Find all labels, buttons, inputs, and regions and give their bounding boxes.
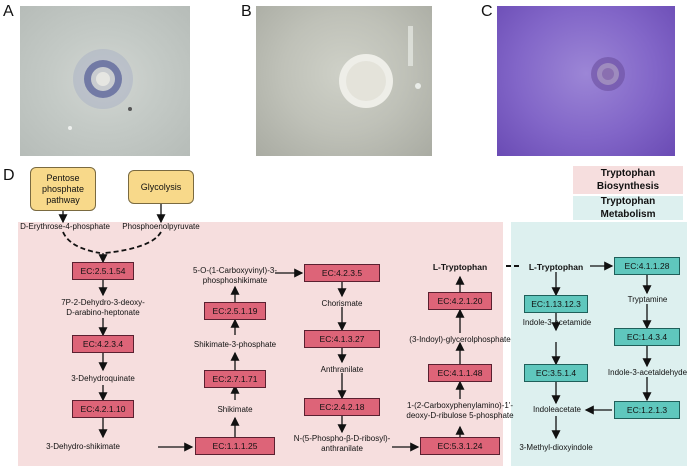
compound-3-dehydroquinate: 3-Dehydroquinate	[71, 374, 135, 383]
glycolysis-node: Glycolysis	[128, 170, 194, 204]
compound-tryptamine: Tryptamine	[627, 295, 668, 304]
legend-biosynthesis: Tryptophan Biosynthesis	[573, 166, 683, 194]
enzyme-ec-4-1-3-27: EC:4.1.3.27	[304, 330, 380, 348]
enzyme-ec-4-2-1-20: EC:4.2.1.20	[428, 292, 492, 310]
compound-prant-line1: N-(5-Phospho-β-D-ribosyl)-	[293, 434, 391, 443]
compound-3-dehydro-shikimate: 3-Dehydro-shikimate	[46, 442, 120, 451]
enzyme-ec-4-2-3-5: EC:4.2.3.5	[304, 264, 380, 282]
enzyme-ec-4-1-1-28: EC:4.1.1.28	[614, 257, 680, 275]
panel-label-d: D	[3, 167, 15, 184]
compound-l-tryptophan-biosynthesis: L-Tryptophan	[432, 262, 488, 272]
enzyme-ec-2-5-1-19: EC:2.5.1.19	[204, 302, 266, 320]
compound-chorismate: Chorismate	[321, 299, 363, 308]
colony-b	[339, 26, 421, 108]
enzyme-ec-2-4-2-18: EC:2.4.2.18	[304, 398, 380, 416]
enzyme-ec-5-3-1-24: EC:5.3.1.24	[420, 437, 500, 455]
plate-photo-c	[497, 6, 675, 156]
compound-l-tryptophan-metabolism: L-Tryptophan	[528, 262, 584, 272]
colony-halo-a	[68, 49, 133, 130]
enzyme-ec-1-13-12-3: EC:1.13.12.3	[524, 295, 588, 313]
compound-erythrose-4-phosphate: D-Erythrose-4-phosphate	[20, 222, 110, 231]
compound-dahp-line2: D-arabino-heptonate	[66, 308, 140, 317]
panel-label-a: A	[3, 3, 14, 20]
compound-anthranilate: Anthranilate	[320, 365, 364, 374]
plate-photo-b	[256, 6, 432, 156]
compound-cdrp-line1: 1-(2-Carboxyphenylamino)-1'-	[406, 401, 513, 410]
enzyme-ec-2-7-1-71: EC:2.7.1.71	[204, 370, 266, 388]
compound-phosphoenolpyruvate: Phosphoenolpyruvate	[122, 222, 200, 231]
pentose-phosphate-node: Pentose phosphate pathway	[30, 167, 96, 211]
compound-prant-line2: anthranilate	[321, 444, 363, 453]
compound-3-methyl-dioxyindole: 3-Methyl-dioxyindole	[519, 443, 593, 452]
colony-c	[591, 57, 625, 91]
enzyme-ec-1-1-1-25: EC:1.1.1.25	[195, 437, 275, 455]
enzyme-ec-1-2-1-3: EC:1.2.1.3	[614, 401, 680, 419]
compound-indole-3-acetaldehyde: Indole-3-acetaldehyde	[607, 368, 688, 377]
enzyme-ec-4-2-3-4: EC:4.2.3.4	[72, 335, 134, 353]
compound-shikimate: Shikimate	[217, 405, 253, 414]
compound-epsp-line1: 5-O-(1-Carboxyvinyl)-3-	[192, 266, 277, 275]
enzyme-ec-1-4-3-4: EC:1.4.3.4	[614, 328, 680, 346]
legend-metabolism: Tryptophan Metabolism	[573, 196, 683, 220]
compound-shikimate-3-phosphate: Shikimate-3-phosphate	[193, 340, 277, 349]
enzyme-ec-2-5-1-54: EC:2.5.1.54	[72, 262, 134, 280]
compound-indoleacetate: Indoleacetate	[532, 405, 582, 414]
compound-epsp-line2: phosphoshikimate	[202, 276, 268, 285]
enzyme-ec-3-5-1-4: EC:3.5.1.4	[524, 364, 588, 382]
compound-indoyl-glycerolphosphate: (3-Indoyl)-glycerolphosphate	[409, 335, 511, 344]
compound-dahp-line1: 7P-2-Dehydro-3-deoxy-	[61, 298, 145, 307]
compound-cdrp-line2: deoxy-D-ribulose 5-phosphate	[406, 411, 514, 420]
plate-photo-a	[20, 6, 190, 156]
panel-label-b: B	[241, 3, 252, 20]
panel-label-c: C	[481, 3, 493, 20]
enzyme-ec-4-2-1-10: EC:4.2.1.10	[72, 400, 134, 418]
enzyme-ec-4-1-1-48: EC:4.1.1.48	[428, 364, 492, 382]
compound-indole-3-acetamide: Indole-3-acetamide	[522, 318, 592, 327]
